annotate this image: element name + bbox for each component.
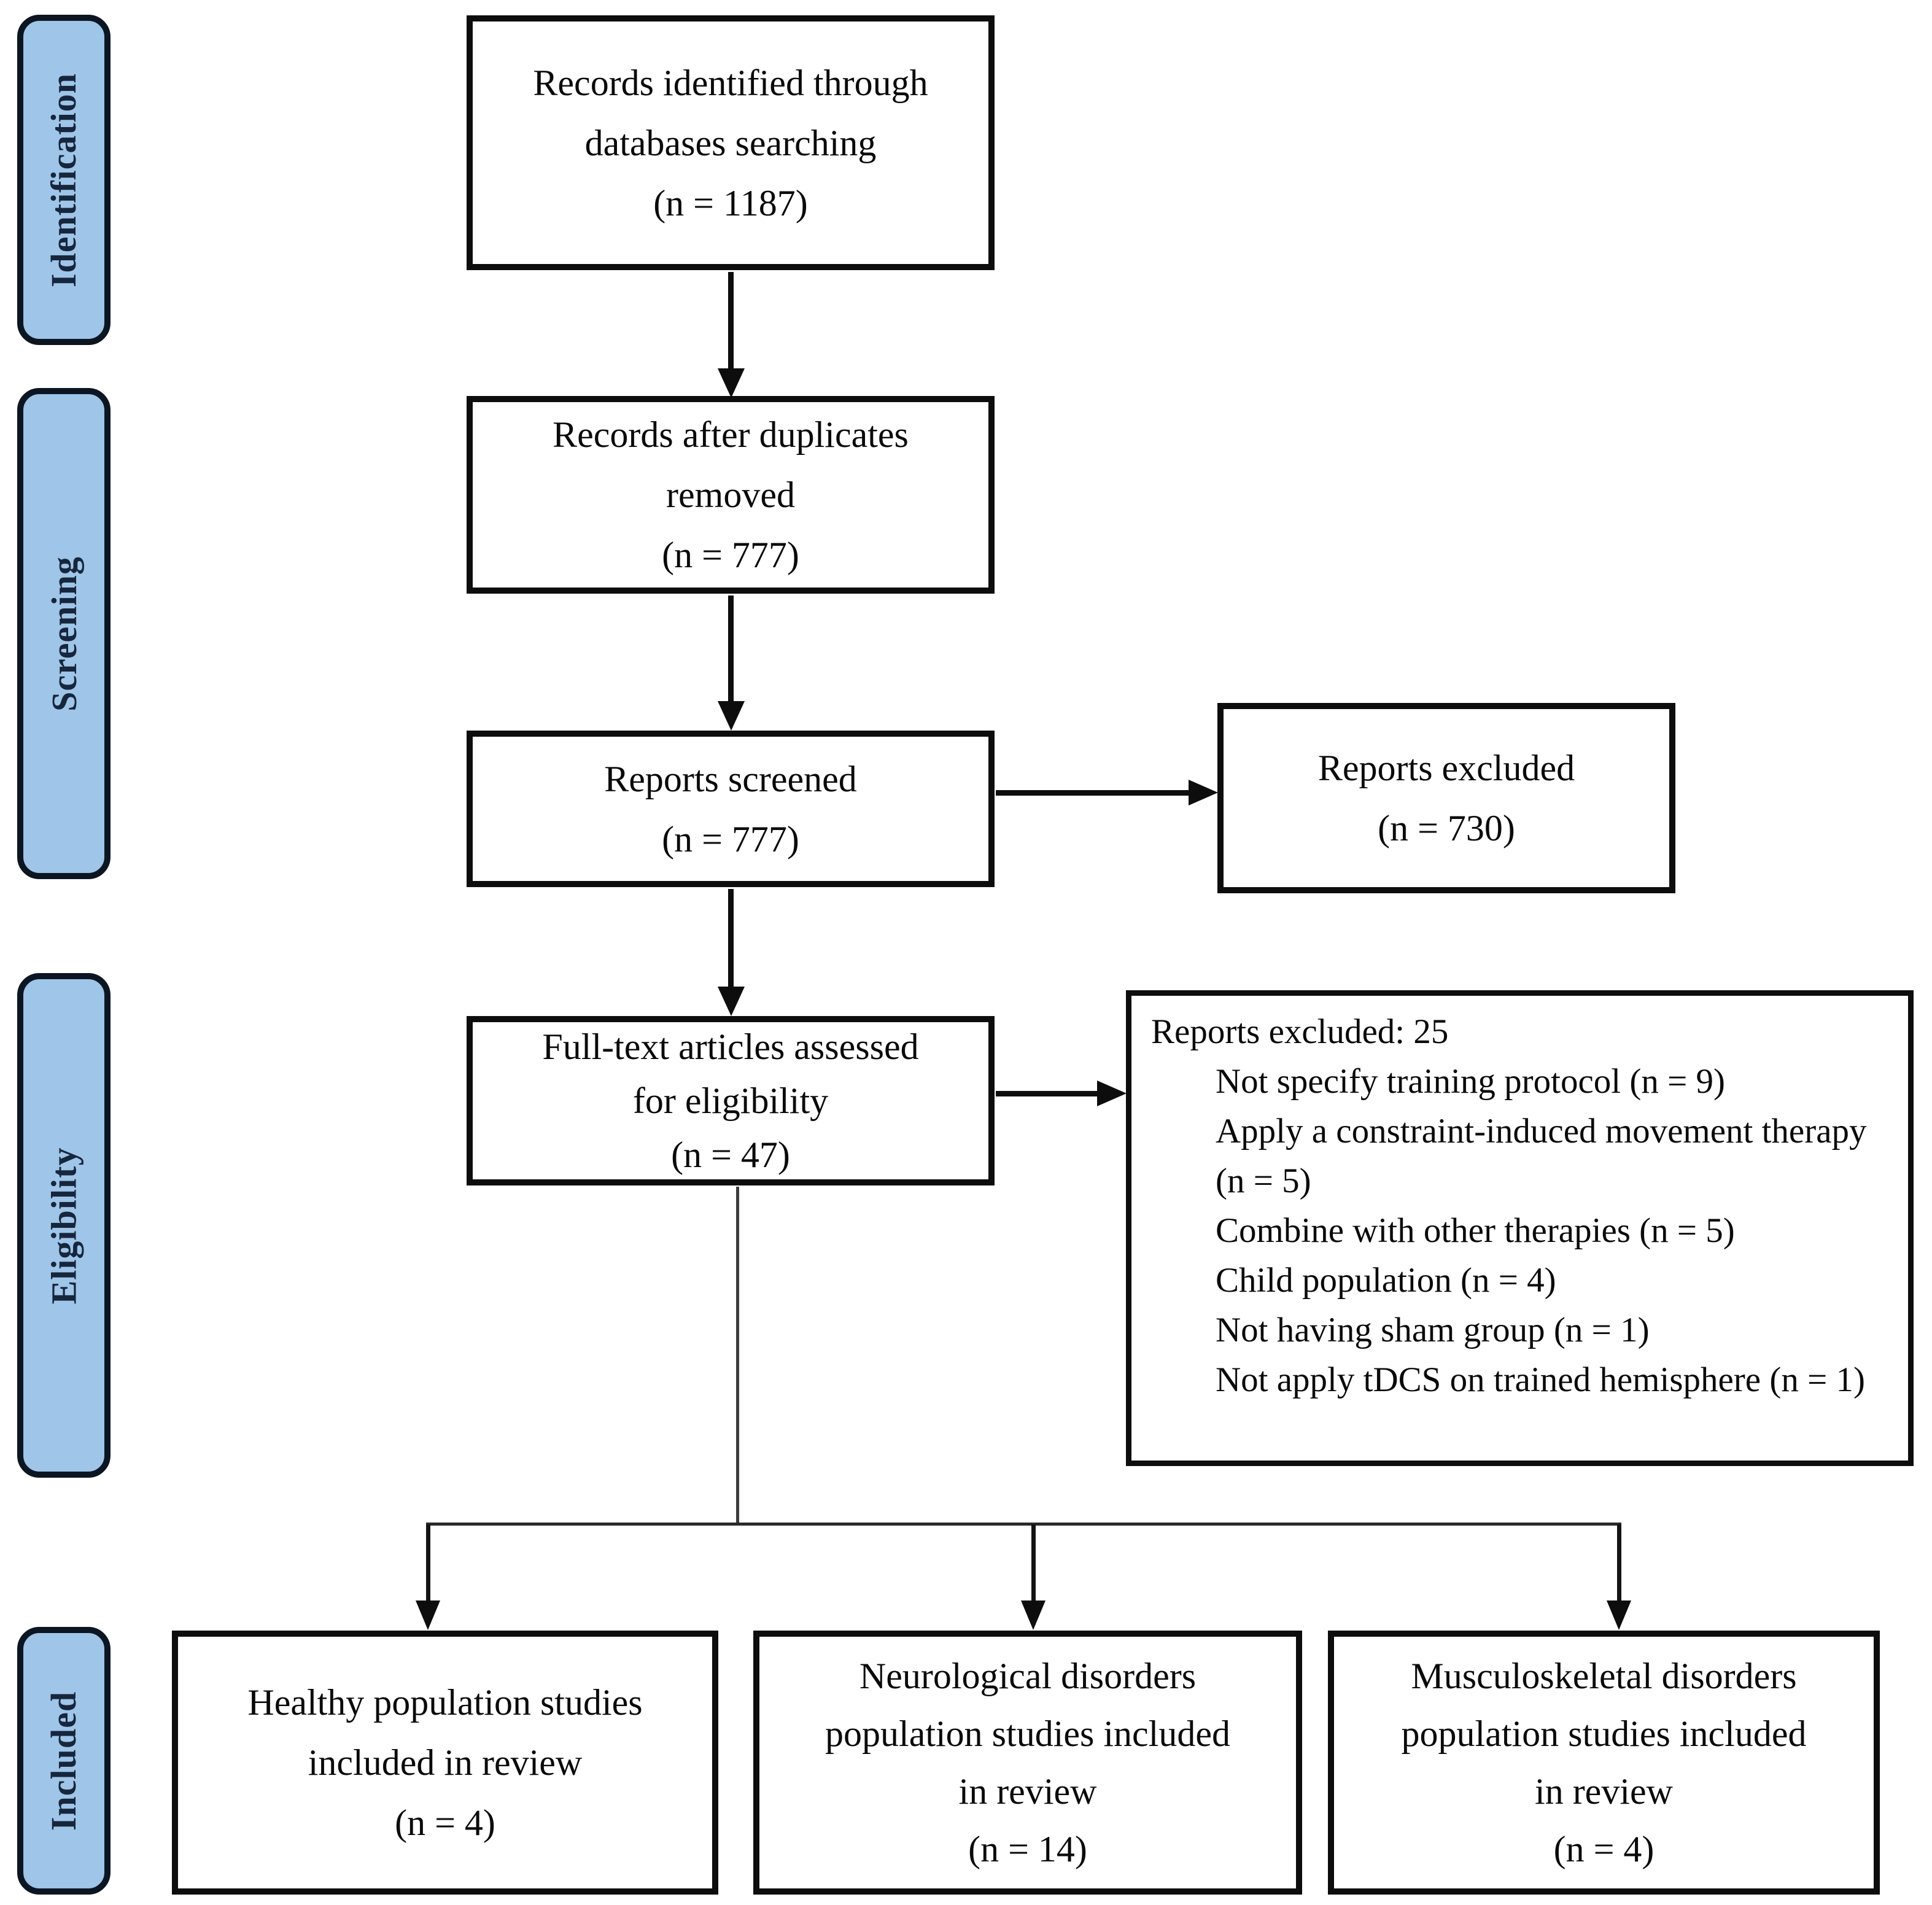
excluded-reason: Combine with other therapies (n = 5) bbox=[1216, 1211, 1735, 1250]
arrow-right-icon bbox=[1189, 780, 1218, 805]
excluded-reason: Not specify training protocol (n = 9) bbox=[1216, 1062, 1725, 1101]
stage-eligibility-label: Eligibility bbox=[44, 1147, 84, 1304]
arrow-down-icon bbox=[1607, 1600, 1631, 1630]
box-line: (n = 47) bbox=[671, 1135, 790, 1175]
box-line: removed bbox=[666, 475, 795, 515]
records-identified-box: Records identified through databases sea… bbox=[467, 15, 995, 270]
arrow-fulltext-to-excluded bbox=[996, 1091, 1098, 1096]
arrow-duplicates-to-screened bbox=[728, 596, 734, 702]
excluded-reason: Not apply tDCS on trained hemisphere (n … bbox=[1216, 1360, 1865, 1399]
box-line: Neurological disorders bbox=[859, 1656, 1197, 1696]
stage-screening: Screening bbox=[17, 388, 111, 879]
box-line: included in review bbox=[308, 1742, 583, 1783]
box-line: (n = 4) bbox=[395, 1802, 495, 1843]
fulltext-assessed-box: Full-text articles assessed for eligibil… bbox=[467, 1016, 995, 1185]
arrow-screened-to-excluded bbox=[996, 790, 1190, 796]
arrow-branch-healthy bbox=[426, 1524, 430, 1602]
box-line: Records after duplicates bbox=[553, 414, 909, 455]
arrow-down-icon bbox=[718, 701, 745, 731]
arrow-down-icon bbox=[1021, 1600, 1046, 1630]
box-line: Healthy population studies bbox=[247, 1682, 643, 1723]
excluded-header: Reports excluded: 25 bbox=[1151, 1012, 1449, 1051]
arrow-branch-neurological bbox=[1031, 1524, 1036, 1602]
arrow-down-icon bbox=[718, 368, 745, 398]
stage-eligibility: Eligibility bbox=[17, 973, 111, 1478]
fulltext-excluded-box: Reports excluded: 25 Not specify trainin… bbox=[1126, 990, 1914, 1466]
box-line: (n = 777) bbox=[662, 818, 799, 859]
branch-distributor-line bbox=[426, 1523, 1621, 1526]
reports-screened-box: Reports screened (n = 777) bbox=[467, 731, 995, 887]
excluded-reason: Not having sham group (n = 1) bbox=[1216, 1311, 1650, 1349]
duplicates-removed-box: Records after duplicates removed (n = 77… bbox=[467, 396, 995, 594]
stage-identification-label: Identification bbox=[44, 72, 84, 287]
box-line: databases searching bbox=[584, 122, 877, 163]
box-line: population studies included bbox=[825, 1713, 1230, 1754]
arrow-identified-to-duplicates bbox=[728, 272, 734, 369]
arrow-branch-musculoskeletal bbox=[1617, 1524, 1621, 1602]
box-line: (n = 14) bbox=[968, 1829, 1087, 1869]
stage-screening-label: Screening bbox=[44, 556, 84, 712]
included-healthy-box: Healthy population studies included in r… bbox=[172, 1631, 718, 1895]
arrow-right-icon bbox=[1097, 1081, 1127, 1106]
arrow-down-icon bbox=[718, 987, 745, 1016]
box-line: (n = 1187) bbox=[653, 182, 808, 223]
box-line: Reports excluded bbox=[1317, 748, 1575, 788]
excluded-reason: Child population (n = 4) bbox=[1216, 1261, 1556, 1300]
box-line: (n = 730) bbox=[1378, 808, 1515, 848]
box-line: Reports screened bbox=[604, 758, 857, 799]
reports-excluded-box: Reports excluded (n = 730) bbox=[1217, 703, 1675, 893]
box-line: Records identified through bbox=[533, 62, 928, 103]
box-line: in review bbox=[958, 1771, 1097, 1812]
stage-identification: Identification bbox=[17, 15, 111, 345]
connector-fulltext-to-branches bbox=[736, 1187, 739, 1525]
box-line: in review bbox=[1535, 1771, 1673, 1812]
box-line: Musculoskeletal disorders bbox=[1411, 1656, 1797, 1696]
box-line: Full-text articles assessed bbox=[542, 1026, 919, 1067]
included-neurological-box: Neurological disorders population studie… bbox=[753, 1631, 1302, 1895]
arrow-down-icon bbox=[416, 1600, 440, 1630]
arrow-screened-to-fulltext bbox=[728, 889, 734, 987]
box-line: (n = 4) bbox=[1553, 1829, 1655, 1869]
box-line: for eligibility bbox=[632, 1081, 829, 1121]
excluded-reason: Apply a constraint-induced movement ther… bbox=[1216, 1112, 1867, 1200]
included-musculoskeletal-box: Musculoskeletal disorders population stu… bbox=[1328, 1631, 1880, 1895]
stage-included: Included bbox=[17, 1627, 111, 1895]
box-line: (n = 777) bbox=[662, 535, 799, 575]
stage-included-label: Included bbox=[44, 1691, 84, 1831]
box-line: population studies included bbox=[1401, 1713, 1807, 1754]
